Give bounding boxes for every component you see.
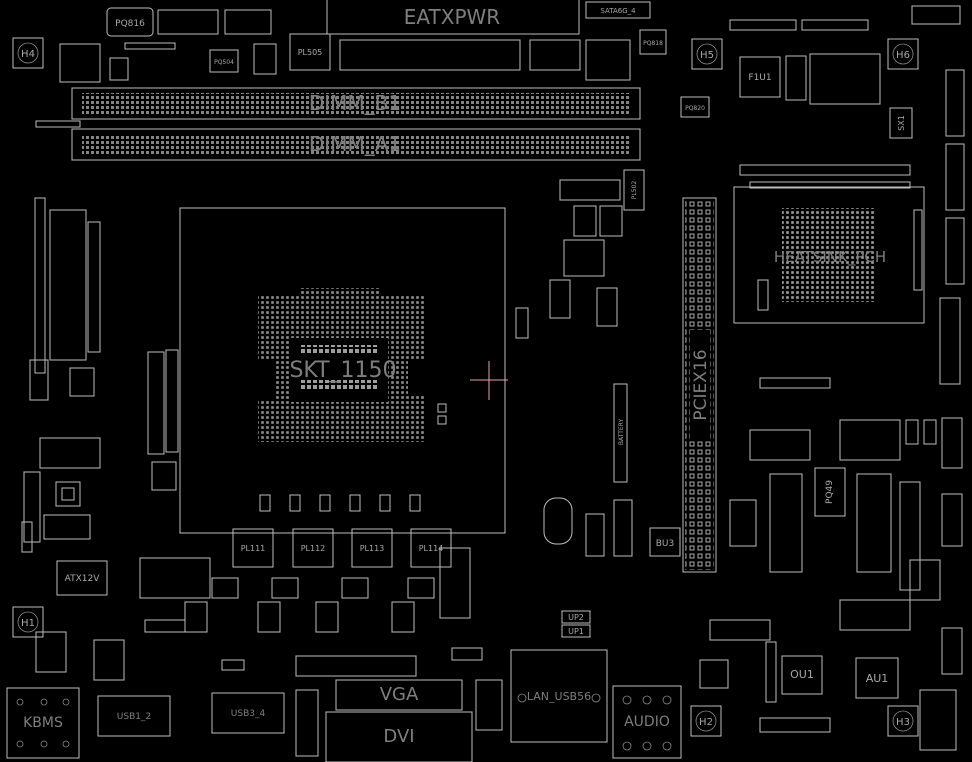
- vga-label: VGA: [380, 684, 419, 705]
- dimm-a1-label: DIMM_A1: [309, 132, 401, 156]
- dvi-label: DVI: [383, 726, 414, 747]
- usb34-label: USB3_4: [231, 709, 266, 719]
- pq816-label: PQ816: [115, 19, 145, 29]
- bu3-label: BU3: [656, 539, 675, 549]
- dimm-b1-label: DIMM_B1: [309, 91, 401, 115]
- bu3-chip: BU3: [649, 527, 681, 557]
- battery-holder: BATTERY: [613, 383, 628, 483]
- mount-hole-h3: H3: [887, 705, 919, 737]
- pq820-label: PQ820: [685, 105, 705, 112]
- usb12-connector: USB1_2: [97, 695, 171, 737]
- mount-hole-h6: H6: [887, 38, 919, 70]
- lan-usb-connector: LAN_USB56: [510, 649, 608, 743]
- audio-label: AUDIO: [624, 714, 670, 730]
- pl505-part: PL505: [289, 33, 331, 71]
- inductor-pl113: PL113: [351, 528, 393, 568]
- up2-chip: UP2: [561, 610, 591, 624]
- audio-connector: AUDIO: [612, 685, 682, 759]
- pq820-part: PQ820: [680, 96, 710, 118]
- up1-chip: UP1: [561, 624, 591, 638]
- au1-label: AU1: [866, 672, 889, 685]
- sata-top-label: SATA6G_4: [600, 7, 636, 15]
- inductor-pl112: PL112: [292, 528, 334, 568]
- pq49-part: PQ49: [814, 467, 846, 517]
- sx1-part: SX1: [889, 107, 913, 139]
- up2-label: UP2: [568, 613, 584, 622]
- dvi-connector: DVI: [325, 711, 473, 762]
- pl502-inductor: PL502: [623, 169, 645, 211]
- pq504-label: PQ504: [214, 59, 234, 66]
- h2-label: H2: [699, 717, 713, 728]
- sx1-label: SX1: [897, 115, 906, 131]
- pl112-label: PL112: [301, 544, 326, 553]
- h3-label: H3: [896, 717, 910, 728]
- pl111-label: PL111: [241, 544, 266, 553]
- usb12-label: USB1_2: [117, 712, 151, 722]
- f1u1-chip: F1U1: [739, 56, 781, 98]
- kbms-connector: KBMS: [6, 687, 80, 759]
- h4-label: H4: [21, 49, 35, 60]
- sata-top-connector: SATA6G_4: [585, 1, 651, 19]
- pciex16-label: PCIEX16: [691, 349, 711, 420]
- pq49-label: PQ49: [825, 480, 835, 504]
- pq504-part: PQ504: [209, 49, 239, 73]
- pq818-part: PQ818: [639, 29, 667, 55]
- h1-label: H1: [21, 618, 35, 629]
- mount-hole-h1: H1: [12, 606, 44, 638]
- h6-label: H6: [896, 50, 910, 61]
- usb34-connector: USB3_4: [211, 692, 285, 734]
- dimm-b1-slot: DIMM_B1: [71, 87, 641, 120]
- pq816-part: PQ816: [106, 7, 154, 37]
- pl502-label: PL502: [631, 181, 638, 200]
- ou1-chip: OU1: [781, 655, 823, 695]
- cpu-socket: SKT_1150: [179, 207, 508, 534]
- f1u1-label: F1U1: [748, 73, 771, 83]
- heatsink-pch-label: HEATSINK_PCH: [774, 248, 886, 267]
- eatxpwr-connector: EATXPWR: [326, 0, 580, 35]
- kbms-label: KBMS: [23, 715, 63, 731]
- mount-hole-h5: H5: [691, 38, 723, 70]
- pl114-label: PL114: [419, 544, 444, 553]
- lan-usb-label: LAN_USB56: [527, 690, 591, 703]
- inductor-pl111: PL111: [232, 528, 274, 568]
- pl113-label: PL113: [360, 544, 385, 553]
- vga-connector: VGA: [335, 679, 463, 711]
- eatxpwr-label: EATXPWR: [404, 5, 501, 29]
- up1-label: UP1: [568, 627, 584, 636]
- socket-label: SKT_1150: [289, 358, 396, 383]
- pch-heatsink: HEATSINK_PCH: [733, 186, 925, 324]
- mount-hole-h2: H2: [690, 705, 722, 737]
- pl505-label: PL505: [298, 48, 323, 57]
- dimm-a1-slot: DIMM_A1: [71, 128, 641, 161]
- mount-hole-h4: H4: [12, 37, 44, 69]
- au1-chip: AU1: [855, 657, 899, 699]
- atx12v-connector: ATX12V: [56, 560, 108, 596]
- pq818-label: PQ818: [643, 40, 663, 47]
- battery-label: BATTERY: [618, 419, 625, 446]
- atx12v-label: ATX12V: [65, 574, 101, 584]
- h5-label: H5: [700, 50, 714, 61]
- pciex16-slot: PCIEX16: [682, 197, 717, 573]
- ou1-label: OU1: [790, 668, 814, 681]
